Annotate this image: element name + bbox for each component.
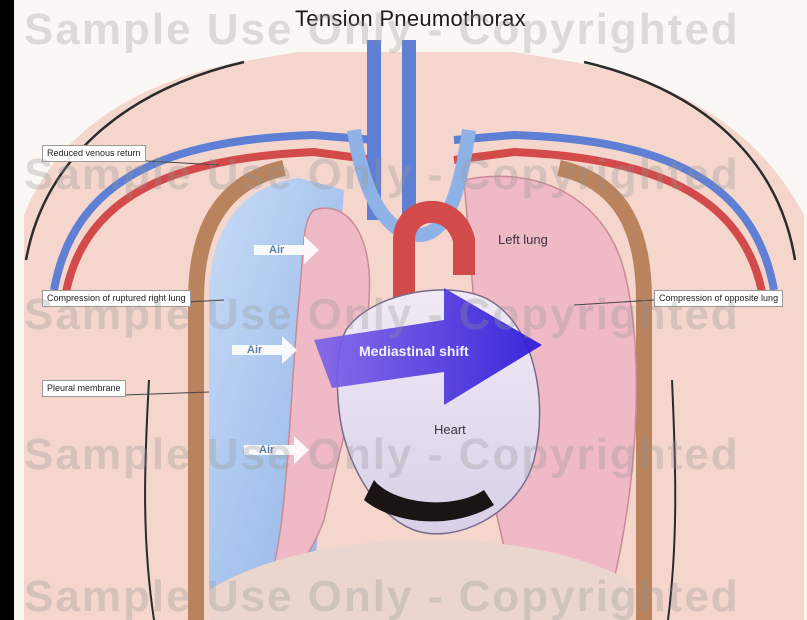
callout-pleural-membrane: Pleural membrane: [42, 380, 126, 397]
diagram-title: Tension Pneumothorax: [14, 6, 807, 32]
callout-compression-right-lung: Compression of ruptured right lung: [42, 290, 191, 307]
callout-compression-opposite-lung: Compression of opposite lung: [654, 290, 783, 307]
air-label-mid: Air: [247, 344, 262, 356]
callout-reduced-venous-return: Reduced venous return: [42, 145, 146, 162]
heart-label: Heart: [434, 422, 466, 437]
left-lung-label: Left lung: [498, 232, 548, 247]
diagram-canvas: Tension Pneumothorax Reduced venous retu…: [14, 0, 807, 620]
mediastinal-shift-label: Mediastinal shift: [359, 343, 469, 359]
air-label-bottom: Air: [259, 444, 274, 456]
anatomy-illustration: [14, 0, 807, 620]
air-label-top: Air: [269, 244, 284, 256]
